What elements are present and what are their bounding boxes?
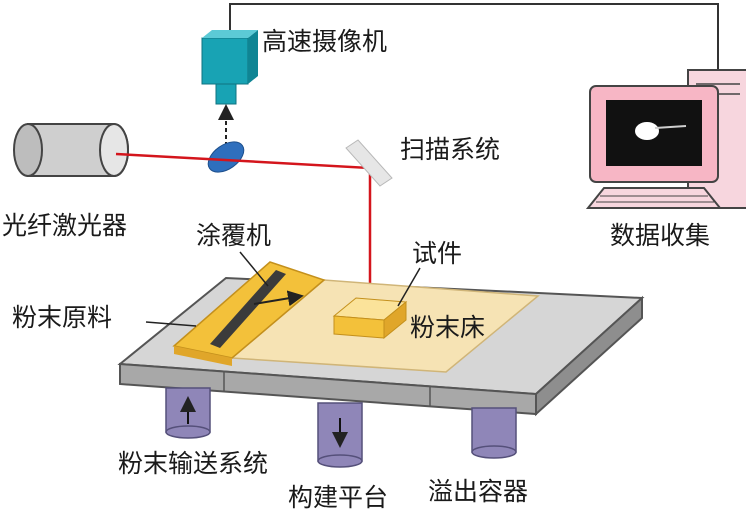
recoater-blade bbox=[210, 270, 286, 348]
label-camera: 高速摄像机 bbox=[262, 27, 387, 56]
specimen-block bbox=[332, 297, 408, 340]
label-data-collection: 数据收集 bbox=[610, 221, 710, 250]
recoater-arrow bbox=[253, 290, 304, 307]
label-specimen: 试件 bbox=[412, 239, 462, 268]
label-build-platform: 构建平台 bbox=[288, 483, 388, 512]
powder-delivery-piston bbox=[165, 387, 211, 439]
label-scanner: 扫描系统 bbox=[400, 135, 500, 164]
label-powder-bed: 粉末床 bbox=[410, 313, 485, 342]
leader-powder-feed bbox=[145, 321, 197, 327]
computer-icon bbox=[585, 69, 746, 209]
label-recoater: 涂覆机 bbox=[196, 221, 271, 250]
laser-cylinder-icon bbox=[13, 123, 129, 177]
label-powder-delivery: 粉末输送系统 bbox=[118, 449, 268, 478]
camera-icon bbox=[201, 30, 258, 105]
label-laser: 光纤激光器 bbox=[2, 211, 127, 240]
data-wire bbox=[229, 3, 719, 72]
build-platform-piston bbox=[317, 402, 363, 468]
leader-recoater bbox=[239, 251, 269, 287]
lens-icon bbox=[207, 141, 245, 173]
leader-specimen bbox=[397, 267, 421, 307]
label-overflow: 溢出容器 bbox=[428, 477, 528, 506]
mirror-icon bbox=[345, 139, 393, 187]
label-powder-feed: 粉末原料 bbox=[12, 303, 112, 332]
overflow-piston bbox=[471, 407, 517, 459]
